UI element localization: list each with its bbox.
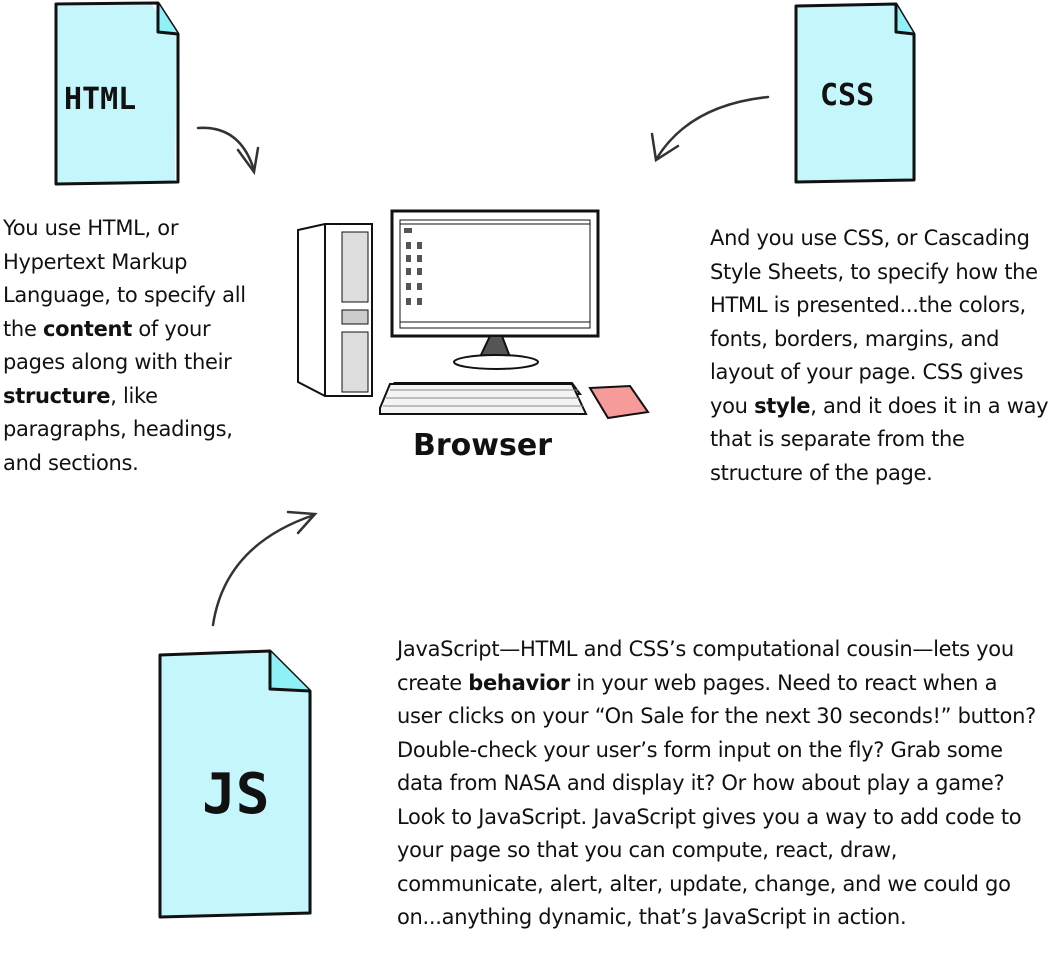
- js-description: JavaScript—HTML and CSS’s computational …: [397, 633, 1047, 935]
- js-text-1: JavaScript—HTML and CSS’s computational …: [397, 637, 1014, 695]
- html-text-3: , like paragraphs, headings, and section…: [3, 383, 233, 475]
- js-to-browser-arrow: [211, 513, 316, 627]
- html-doc-label: HTML: [64, 82, 137, 117]
- browser-label: Browser: [413, 428, 552, 463]
- html-text-bold-content: content: [42, 316, 132, 341]
- css-to-browser-arrow: [655, 95, 770, 160]
- html-text-2: of your pages along with their: [3, 316, 232, 375]
- css-description: And you use CSS, or Cascading Style Shee…: [710, 222, 1060, 490]
- js-document-icon: [158, 649, 312, 919]
- trackpad-icon: [588, 384, 650, 420]
- js-text-bold-behavior: behavior: [468, 670, 570, 695]
- html-text-1: You use HTML, or Hypertext Markup Langua…: [3, 216, 246, 341]
- html-document-icon: [54, 1, 180, 186]
- js-text-2: in your web pages. Need to react when a …: [397, 670, 1036, 930]
- css-document-icon: [794, 2, 916, 184]
- html-to-browser-arrow: [196, 126, 256, 172]
- css-text-bold-style: style: [754, 393, 811, 418]
- html-description: You use HTML, or Hypertext Markup Langua…: [3, 212, 268, 480]
- computer-illustration: [297, 209, 650, 420]
- css-text-2: , and it does it in a way that is separa…: [710, 393, 1049, 485]
- css-doc-label: CSS: [820, 78, 875, 113]
- js-doc-label: JS: [202, 762, 270, 827]
- html-text-bold-structure: structure: [3, 383, 111, 408]
- css-text-1: And you use CSS, or Cascading Style Shee…: [710, 226, 1038, 418]
